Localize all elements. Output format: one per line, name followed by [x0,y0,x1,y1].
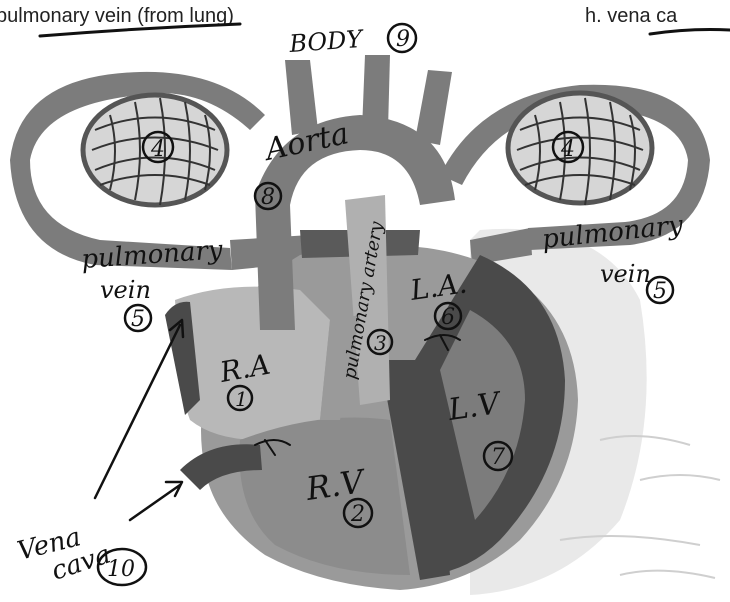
arrow-vena-cava-lower [130,482,182,520]
label-ra-num: 1 [235,387,248,411]
label-pulmonary-vein-right-1: pulmonary [541,210,685,255]
label-pulmonary-vein-right-num: 5 [653,279,667,304]
underline-top-right [650,30,730,35]
label-pulmonary-vein-right-2: vein [600,260,651,288]
worksheet-top-left-text: pulmonary vein (from lung) [0,5,234,27]
arrow-vena-cava-upper [95,320,183,498]
label-rv-num: 2 [350,502,365,527]
worksheet-top-right-text: h. vena ca [585,5,678,27]
label-pulmonary-artery-num: 3 [374,331,387,355]
label-vena-cava-num: 10 [107,557,135,582]
label-pulmonary-vein-left-2: vein [100,276,151,304]
label-pulmonary-vein-left-num: 5 [131,307,145,332]
label-lv-num: 7 [491,445,505,470]
label-la-num: 6 [441,305,455,330]
label-aorta-num: 8 [261,185,275,210]
label-body-num: 9 [396,27,410,52]
label-body: BODY [287,25,365,58]
label-lung-right-num: 4 [560,137,575,162]
vessel-body-right [415,70,452,145]
label-lung-left-num: 4 [150,137,165,162]
